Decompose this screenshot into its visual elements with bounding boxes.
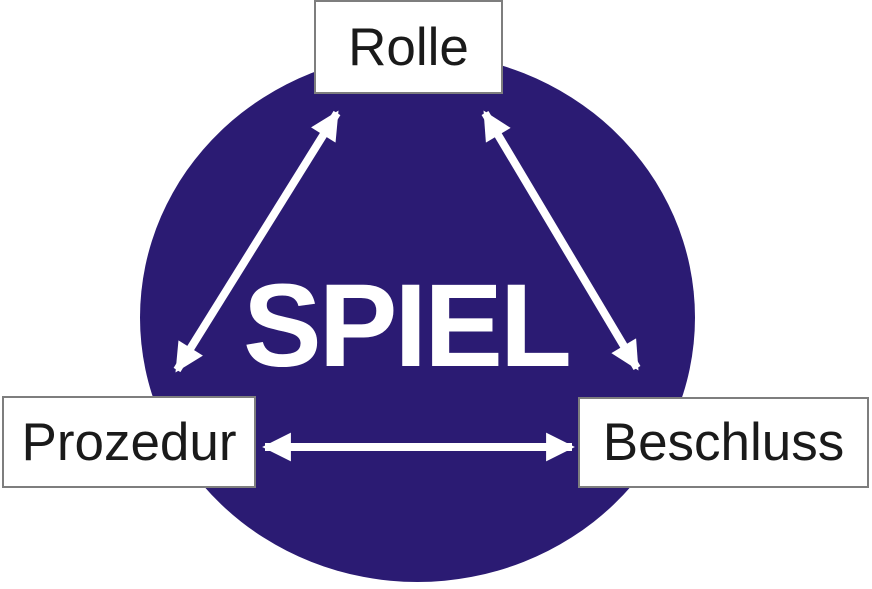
node-rolle: Rolle — [314, 0, 503, 94]
node-rolle-label: Rolle — [348, 17, 469, 77]
node-prozedur: Prozedur — [2, 396, 256, 488]
node-beschluss: Beschluss — [578, 397, 869, 488]
node-prozedur-label: Prozedur — [21, 412, 237, 472]
node-beschluss-label: Beschluss — [602, 413, 845, 472]
center-label: SPIEL — [243, 260, 572, 392]
